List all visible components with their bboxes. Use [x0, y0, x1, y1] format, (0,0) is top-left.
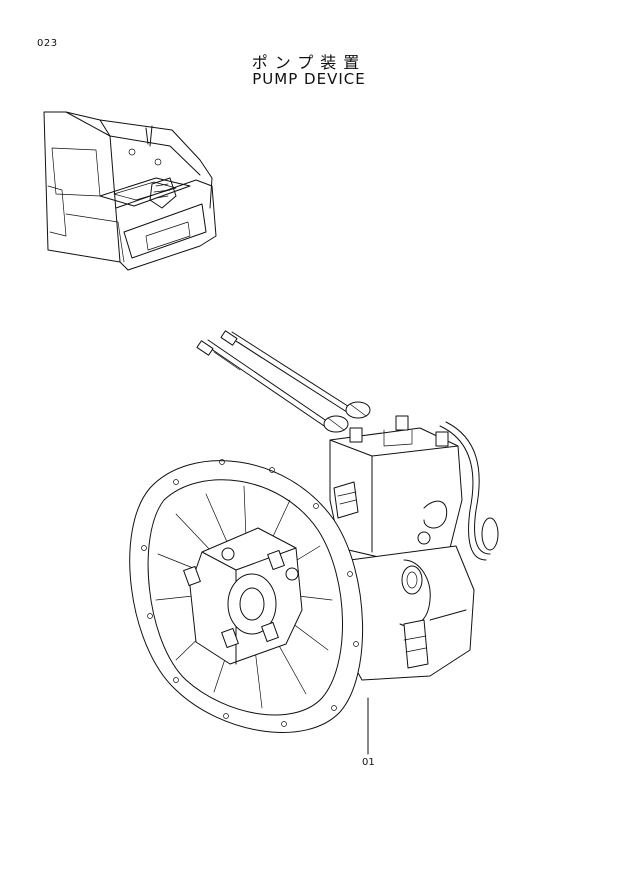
title-english: PUMP DEVICE	[252, 70, 366, 88]
page-number: 023	[37, 38, 58, 49]
title-japanese: ポンプ装置	[251, 53, 367, 72]
part-callout-01: 01	[362, 757, 375, 768]
